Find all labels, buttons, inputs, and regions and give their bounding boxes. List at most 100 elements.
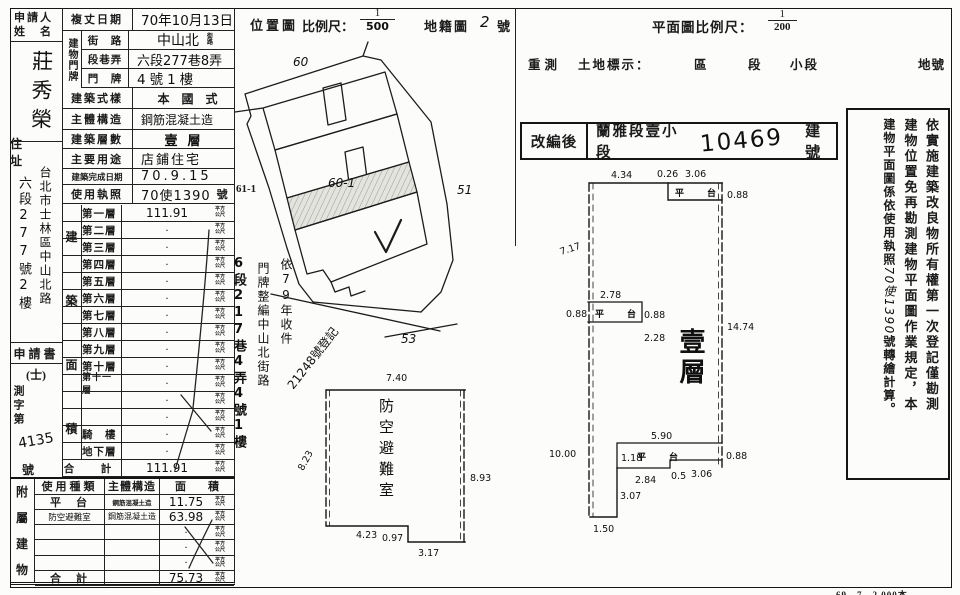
annex-area: 63.98 [160,510,212,526]
annex-header-structure: 主體構造 [105,479,160,495]
unit-text: 平方公尺 [215,292,226,303]
row-label: 第六層 [62,290,122,307]
case-number-block: (士) 測字第 4135 號 [10,366,62,478]
completion-value: 70.9.15 [133,169,234,185]
side-char: 屬 [15,511,28,526]
annex-total-label: 合 計 [35,570,105,587]
floors-label: 建築層數 [62,130,133,149]
district-label: 區 [694,58,707,72]
plan-scale-denominator: 200 [768,20,797,33]
note-col3-post: 號轉繪計算。 [881,334,896,416]
row-value: · [122,426,212,443]
annex-area: · [160,555,212,571]
side-char: 面 [65,357,78,372]
renumber-section-text: 蘭雅段壹小段 [596,124,679,161]
mid-platform-label: 平 台 [595,308,643,319]
row-value: · [122,222,212,239]
row-label: 地下層 [62,443,122,460]
annex-use: 平 台 [35,494,105,510]
row-unit: 平方公尺 [212,443,234,460]
unit-text: 平方公尺 [215,394,226,405]
street-value-text: 中山北 [157,33,199,49]
row-unit: 平方公尺 [212,324,234,341]
license-value: 70使1390 號 [133,185,234,204]
annex-unit: 平方公尺 [212,495,234,510]
applicant-column: 申請人 姓 名 莊秀榮 住 址 台北市士林區中山北路 六段277號2樓 申請書 … [10,8,63,477]
case-number: 4135 [17,430,55,452]
row-unit: 平方公尺 [212,358,234,375]
unit-text: 平方公尺 [215,462,226,473]
parcel-61-1-label: 61-1 [236,183,257,195]
unit-text: 平方公尺 [215,360,226,371]
annex-total-area: 75.73 [160,571,212,587]
address-label: 住 址 [10,137,62,168]
shelter-dim-left: 8.23 [296,449,316,473]
note-col3-license-number: 70使1390 [881,266,896,335]
usage-value: 店鋪住宅 [133,149,234,169]
unit-text: 平方公尺 [215,511,226,523]
renumber-suffix: 建號 [805,124,823,161]
side-char: 積 [65,421,78,436]
land-mark-label: 土地標示： [578,58,651,72]
row-unit: 平方公尺 [212,290,234,307]
style-value: 本 國 式 [133,88,234,109]
total-row-value: 111.91 [122,460,212,477]
street-suffix: 街路 [207,34,214,46]
unit-text: 平方公尺 [215,241,226,252]
unit-text: 平方公尺 [215,445,226,456]
unit-text: 平方公尺 [215,343,226,354]
usage-label: 主要用途 [62,149,133,169]
row-label: 第十層 [62,358,122,375]
annex-use [35,555,105,571]
unit-text: 平方公尺 [215,377,226,388]
unit-text: 平方公尺 [215,496,226,508]
unit-text: 平方公尺 [215,275,226,286]
plate-value: 4號1樓 [129,69,234,88]
dim-left-upper: 7.17 [559,241,583,258]
resurvey-label: 重測 [528,58,562,72]
scale-numerator: 1 [374,7,381,19]
unit-text: 平方公尺 [215,224,226,235]
parcel-60-label: 60 [293,55,309,69]
row-value: · [122,375,212,392]
plate-label: 門 牌 [82,69,129,88]
site-plan-map: 60 60-1 51 53 [234,41,472,346]
section-label: 段 [748,58,761,72]
dim-mid-right: 0.88 [644,310,665,321]
parcel-outer-boundary [244,41,454,313]
annex-header-area: 面 積 [160,479,234,495]
shelter-dim-right: 8.93 [470,473,491,484]
row-value: · [122,290,212,307]
shelter-plan-drawing: 7.40 8.23 8.93 4.23 0.97 3.17 [296,373,491,559]
row-value: · [122,256,212,273]
annex-unit: 平方公尺 [212,571,234,587]
annotation-line2: 門牌整編中山北街路 [256,262,270,388]
dim-right-side: 14.74 [727,322,754,333]
annex-structure: 鋼筋混凝土造 [105,509,160,526]
bottom-step-edge [330,281,366,297]
side-char: 建 [15,536,28,551]
note-column-2: 建物位置免再勘測建物平面圖作業規定，本 [902,118,918,413]
annex-header-use: 使用種類 [35,479,105,495]
annex-structure [105,555,160,571]
annex-area: · [160,525,212,541]
row-label: 第四層 [62,256,122,273]
unit-text: 平方公尺 [215,411,226,422]
row-unit: 平方公尺 [212,341,234,358]
plan-scale-fraction: 1 200 [768,9,797,33]
row-unit: 平方公尺 [212,426,234,443]
dim-bot-left: 1.18 [621,453,642,464]
case-suffix: 號 [22,463,35,477]
annex-area: · [160,540,212,556]
bottom-column-outline [589,467,618,518]
shelter-dim-top: 7.40 [386,373,407,384]
side-char: 物 [15,562,28,577]
row-label: 第一層 [62,205,122,222]
side-char: 建 [65,230,78,245]
unit-text: 平方公尺 [215,207,226,218]
renumber-number: 10469 [698,124,785,158]
renumber-label: 改編後 [522,124,588,158]
bottom-platform-outline [616,442,723,469]
site-map-scale-fraction: 1 500 [360,8,395,32]
annex-structure [105,540,160,556]
